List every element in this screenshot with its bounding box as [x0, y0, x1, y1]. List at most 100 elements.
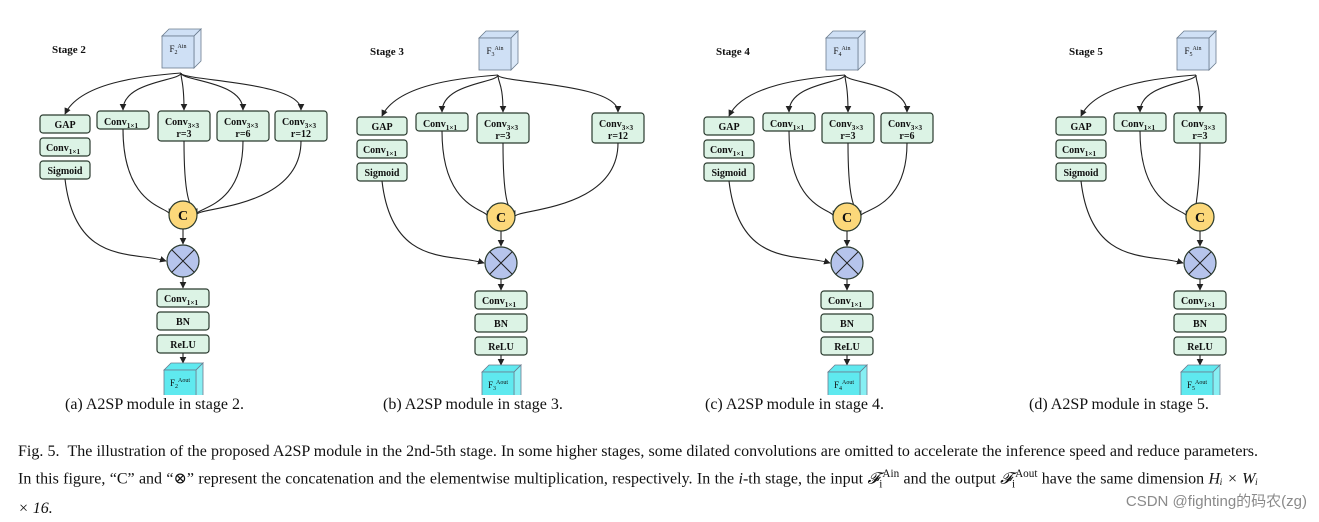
arrow-sigmoid-to-mult [728, 180, 831, 265]
caption-i-symbol: i [738, 470, 743, 488]
gap-label: GAP [371, 122, 392, 133]
caption-dimension: Hᵢ × Wᵢ × 16. [18, 470, 1258, 517]
output-feature-label: F5Aout [1187, 380, 1207, 392]
caption-input-symbol: 𝓕 [867, 470, 880, 488]
figure-caption-label: Fig. 5. [18, 443, 60, 460]
gap-label: GAP [1070, 122, 1091, 133]
arrow-branch-to-concat-1 [122, 128, 175, 216]
panel-caption-d: (d) A2SP module in stage 5. [1029, 396, 1209, 413]
bn-label: BN [494, 319, 509, 330]
branch-conv-label-2: Conv3×3 [829, 119, 863, 132]
arrow-to-branch-2 [497, 74, 507, 113]
bn-box [1173, 313, 1227, 333]
output-conv1x1-label: Conv1×1 [1181, 296, 1215, 309]
branch-conv-label-4: Conv3×3 [282, 117, 316, 130]
stage-label: Stage 2 [52, 44, 86, 56]
branch-conv-label-1: Conv1×1 [770, 119, 804, 132]
caption-text-2: -th stage, the input [742, 470, 868, 488]
branch-conv-label-3: Conv3×3 [224, 117, 258, 130]
gap-box [356, 116, 408, 136]
branch-rate-label-3: r=6 [235, 129, 250, 140]
relu-label: ReLU [834, 342, 860, 353]
arrow-to-branch-3 [844, 74, 911, 113]
sigmoid-label: Sigmoid [47, 166, 82, 177]
gap-label: GAP [718, 122, 739, 133]
conv1x1-gap-label: Conv1×1 [1062, 145, 1096, 158]
figure-caption: Fig. 5.The illustration of the proposed … [18, 440, 1258, 520]
branch-rate-label-3: r=12 [608, 131, 628, 142]
concat-label: C [496, 211, 506, 226]
branch-conv-label-2: Conv3×3 [484, 119, 518, 132]
concat-label: C [842, 211, 852, 226]
multiply-symbol [171, 249, 195, 273]
output-feature-cube [1180, 364, 1221, 395]
multiply-symbol [489, 251, 513, 275]
output-feature-label: F2Aout [170, 378, 190, 390]
arrow-sigmoid-to-mult [1080, 180, 1184, 265]
branch-conv-label-1: Conv1×1 [423, 119, 457, 132]
caption-output-sup: Aout [1015, 468, 1038, 480]
arrow-to-branch-1 [438, 74, 499, 113]
branch-conv-label-1: Conv1×1 [1121, 119, 1155, 132]
arrow-to-branch-2 [1195, 74, 1204, 113]
input-feature-label: F4Ain [833, 46, 850, 58]
caption-input-sup: Ain [882, 468, 900, 480]
arrow-sigmoid-to-mult [64, 178, 167, 263]
arrow-branch-to-concat-4 [191, 140, 302, 216]
output-conv1x1-label: Conv1×1 [828, 296, 862, 309]
branch-conv-label-3: Conv3×3 [888, 119, 922, 132]
branch-rate-label-2: r=3 [176, 129, 191, 140]
arrow-branch-to-concat-3 [191, 140, 244, 216]
caption-text-3: and the output [899, 470, 1001, 488]
arrow-to-branch-1 [119, 72, 182, 111]
conv1x1-gap-box [1055, 139, 1107, 159]
output-feature-label: F3Aout [488, 380, 508, 392]
arrow-to-branch-2 [844, 74, 852, 113]
branch-conv-label-2: Conv3×3 [165, 117, 199, 130]
arrow-to-gap [1080, 74, 1197, 117]
input-feature-label: F2Ain [169, 44, 186, 56]
arrow-branch-to-concat-1 [788, 130, 839, 218]
arrow-to-branch-1 [1136, 74, 1197, 113]
gap-box [39, 114, 91, 134]
bn-box [156, 311, 210, 331]
arrow-branch-to-concat-3 [509, 142, 619, 218]
input-feature-label: F5Ain [1184, 46, 1201, 58]
caption-output-sub: i [1011, 478, 1016, 491]
output-feature-cube [163, 362, 204, 395]
gap-box [1055, 116, 1107, 136]
input-feature-label: F3Ain [486, 46, 503, 58]
arrow-branch-to-concat-3 [855, 142, 908, 218]
caption-output-symbol: 𝓕 [1000, 470, 1012, 488]
input-feature-cube [825, 30, 866, 71]
output-conv1x1-box [156, 288, 210, 308]
branch-conv-label-1: Conv1×1 [104, 117, 138, 130]
output-feature-cube [827, 364, 868, 395]
output-feature-cube [481, 364, 522, 395]
bn-box [820, 313, 874, 333]
bn-label: BN [840, 319, 855, 330]
branch-rate-label-2: r=3 [840, 131, 855, 142]
conv1x1-gap-label: Conv1×1 [710, 145, 744, 158]
arrow-to-branch-1 [785, 74, 846, 113]
output-feature-label: F4Aout [834, 380, 854, 392]
bn-label: BN [176, 317, 191, 328]
arrow-sigmoid-to-mult [381, 180, 485, 265]
branch-conv-label-3: Conv3×3 [599, 119, 633, 132]
stage-label: Stage 3 [370, 46, 404, 58]
conv1x1-gap-box [703, 139, 755, 159]
multiply-symbol [1188, 251, 1212, 275]
caption-input-sub: i [879, 478, 883, 491]
arrow-to-branch-4 [180, 72, 305, 111]
stage-label: Stage 4 [716, 46, 750, 58]
branch-rate-label-2: r=3 [1192, 131, 1207, 142]
caption-text-1: The illustration of the proposed A2SP mo… [18, 443, 1259, 488]
input-feature-cube [478, 30, 519, 71]
conv1x1-gap-box [39, 137, 91, 157]
arrow-to-gap [381, 74, 499, 117]
